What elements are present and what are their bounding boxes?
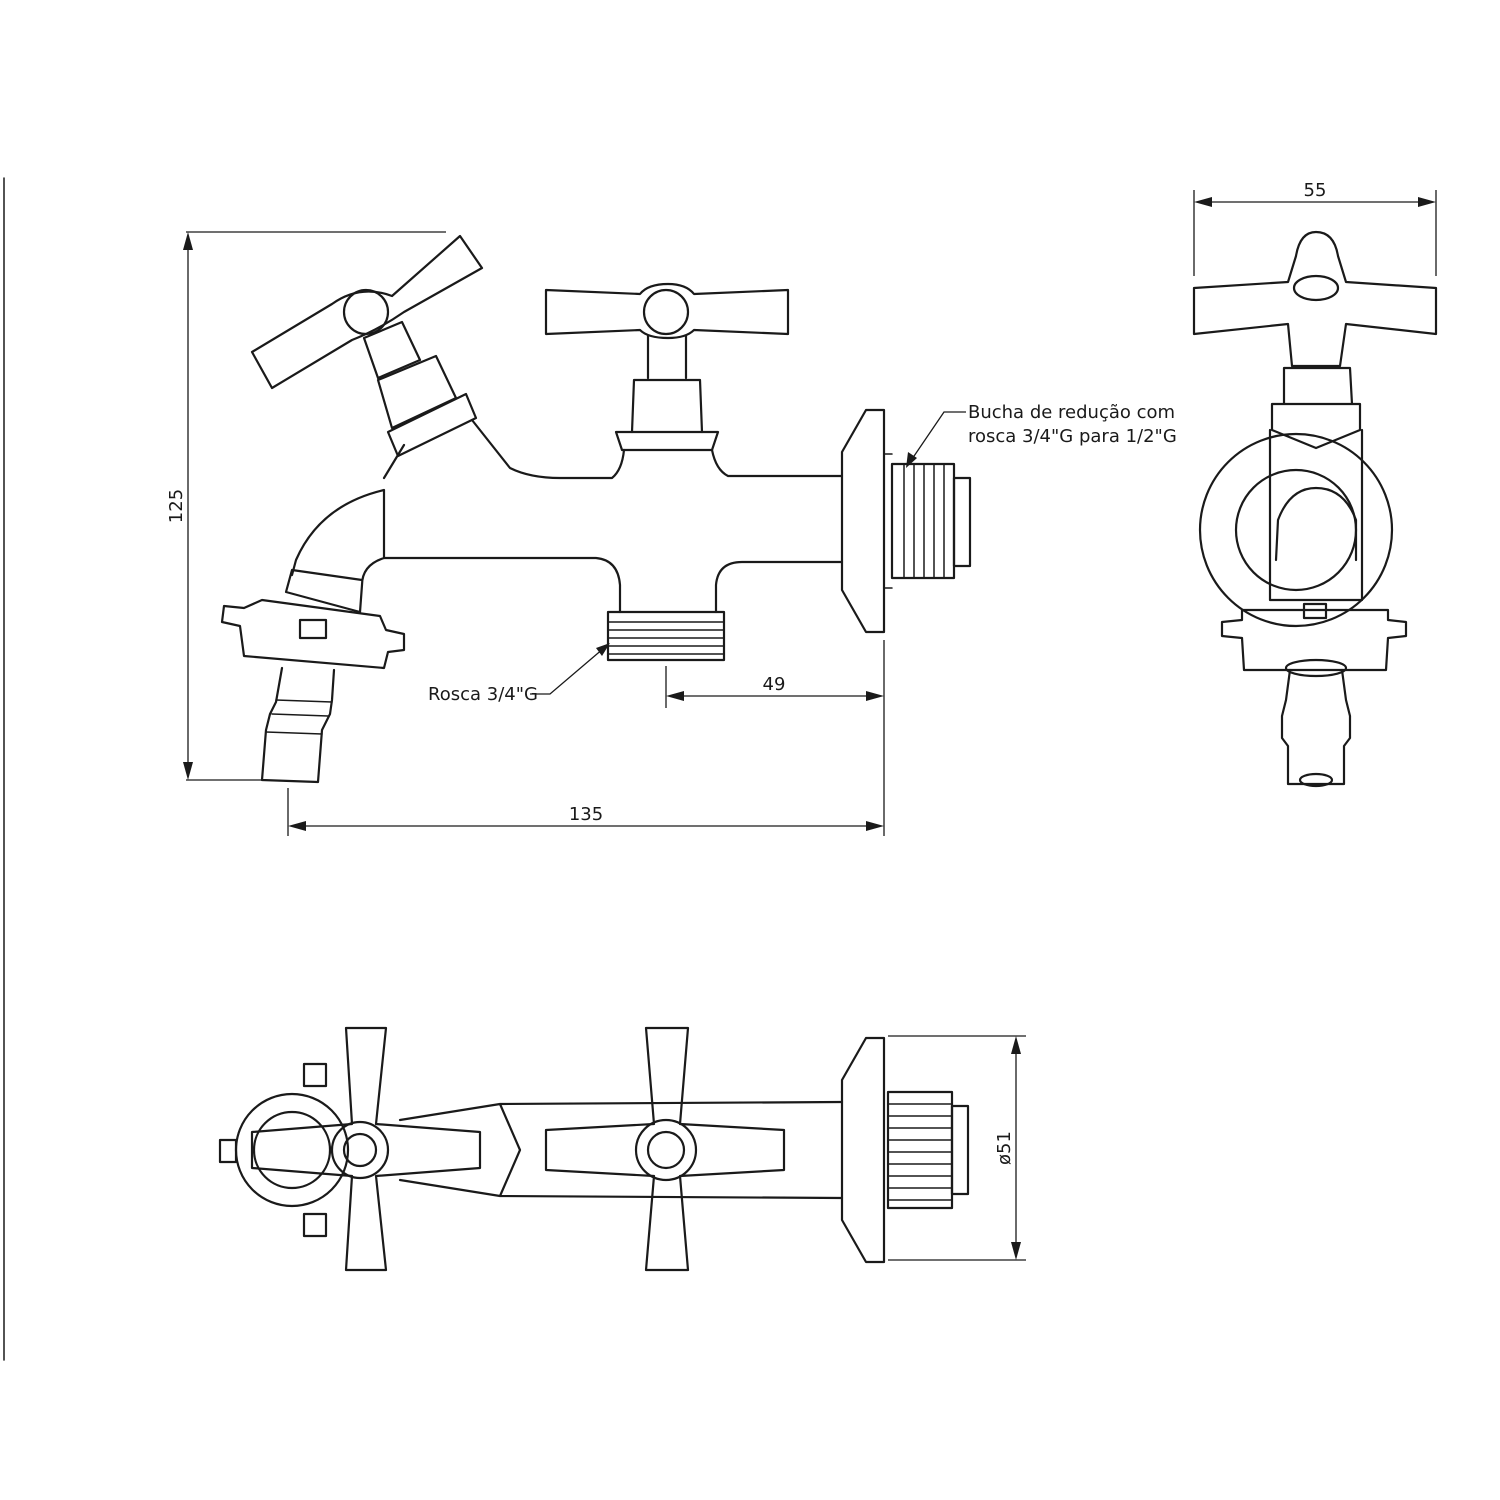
right-bonnet	[630, 378, 704, 434]
top-body	[398, 1100, 844, 1200]
side-nut-notch	[1302, 602, 1328, 620]
tail-ring-1	[271, 713, 329, 717]
side-nut	[1220, 608, 1408, 672]
bottom-thread	[606, 610, 726, 662]
front-view	[220, 234, 972, 784]
top-left-handle	[250, 1026, 482, 1272]
side-flange-outer	[1198, 432, 1394, 628]
top-left-cap-outer	[330, 1120, 390, 1180]
top-flange	[840, 1036, 886, 1264]
reducer-end	[952, 476, 972, 568]
body-top-outline	[382, 418, 844, 480]
side-view: 55	[1192, 180, 1438, 788]
hose-tail	[260, 666, 336, 784]
spout-collar	[284, 568, 364, 614]
top-nut-ear-left	[218, 1138, 238, 1164]
top-right-handle	[544, 1026, 786, 1272]
thread-label: Rosca 3/4"G	[428, 684, 538, 705]
side-bonnet	[1270, 366, 1362, 450]
top-right-cap-outer	[634, 1118, 698, 1182]
thread-leader	[530, 647, 605, 695]
outlet-dimension-label: 49	[763, 674, 786, 695]
side-width-label: 55	[1304, 180, 1327, 201]
width-dimension-label: 135	[569, 804, 603, 825]
tail-ring-3	[275, 699, 333, 703]
top-thread-end	[950, 1104, 970, 1196]
top-view: ø51	[218, 1026, 1026, 1272]
side-flange-inner	[1234, 468, 1358, 592]
left-stem	[362, 320, 422, 380]
thread-body	[606, 610, 726, 662]
left-handle	[250, 234, 484, 458]
side-lever	[1192, 230, 1438, 368]
top-thread	[886, 1090, 970, 1210]
flange	[840, 408, 886, 634]
side-tail-bore	[1298, 772, 1334, 788]
side-lever-cap	[1292, 274, 1340, 302]
right-stem	[646, 334, 688, 380]
top-nut-ear-top	[302, 1062, 328, 1088]
right-handle-cap	[642, 288, 690, 336]
left-bonnet-hex	[386, 392, 478, 458]
reducer-thread	[890, 462, 972, 580]
top-right-cap-inner	[646, 1130, 686, 1170]
side-body	[1268, 428, 1364, 602]
right-bonnet-hex	[614, 430, 720, 452]
spout-elbow	[290, 488, 386, 614]
side-tail-top	[1284, 658, 1348, 678]
tail-ring-2	[265, 731, 323, 735]
right-handle	[544, 282, 790, 452]
body-bottom-outline	[382, 556, 844, 614]
left-bonnet	[376, 354, 458, 430]
top-nut-inner	[252, 1110, 332, 1190]
front-dimensions: 125 135 49 Rosca 3/4"G Bucha de redução …	[166, 231, 1177, 836]
nut-notch	[298, 618, 328, 640]
left-lever	[250, 234, 484, 390]
diameter-label: ø51	[994, 1131, 1015, 1165]
top-right-cross	[544, 1026, 786, 1272]
reducer-label-line2: rosca 3/4"G para 1/2"G	[968, 426, 1177, 447]
height-dimension-label: 125	[166, 489, 187, 523]
top-left-cap-inner	[342, 1132, 378, 1168]
top-thread-body	[886, 1090, 954, 1210]
left-handle-cap	[342, 288, 390, 336]
top-left-cross	[250, 1026, 482, 1272]
top-nut-ear-bottom	[302, 1212, 328, 1238]
hose-nut	[220, 598, 406, 670]
reducer-leader	[909, 411, 966, 463]
right-lever	[544, 282, 790, 340]
side-tail	[1280, 668, 1352, 786]
reducer-label-line1: Bucha de redução com	[968, 402, 1175, 423]
